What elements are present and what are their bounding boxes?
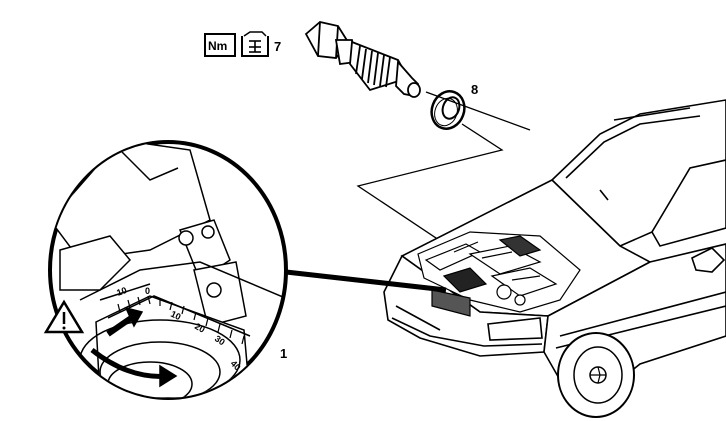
part-8-seal-ring <box>430 90 466 130</box>
torque-symbol: Nm <box>204 33 236 57</box>
front-wheel <box>557 332 635 418</box>
callout-8: 8 <box>471 82 478 97</box>
scale-label: 30 <box>213 333 227 347</box>
torque-label: Nm <box>208 39 227 53</box>
scale-label: 10 <box>169 309 182 322</box>
callout-1: 1 <box>280 346 287 361</box>
scale-label: 0 <box>145 286 150 296</box>
warning-triangle-icon <box>43 299 85 334</box>
engine-bay <box>417 231 581 317</box>
callout-7: 7 <box>274 39 281 54</box>
oil-can-icon <box>241 31 269 57</box>
scale-label: 10 <box>115 285 128 298</box>
part-7-bolt <box>304 21 421 98</box>
leader-lines <box>356 91 531 263</box>
detail-pointer <box>285 269 447 293</box>
scale-label: 20 <box>193 321 207 335</box>
detail-view: 10 0 10 20 30 40 <box>48 140 288 400</box>
